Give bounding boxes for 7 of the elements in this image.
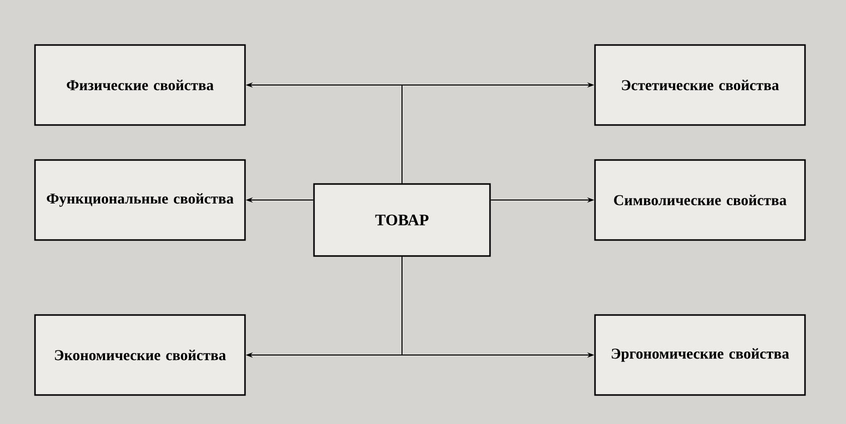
property-box: Символические свойства — [594, 159, 806, 241]
property-box: Эстетические свойства — [594, 44, 806, 126]
property-box: Экономические свойства — [34, 314, 246, 396]
property-box: Эргономические свойства — [594, 314, 806, 396]
property-box: Физические свойства — [34, 44, 246, 126]
central-box: ТОВАР — [313, 183, 491, 257]
property-box: Функциональные свойства — [34, 159, 246, 241]
